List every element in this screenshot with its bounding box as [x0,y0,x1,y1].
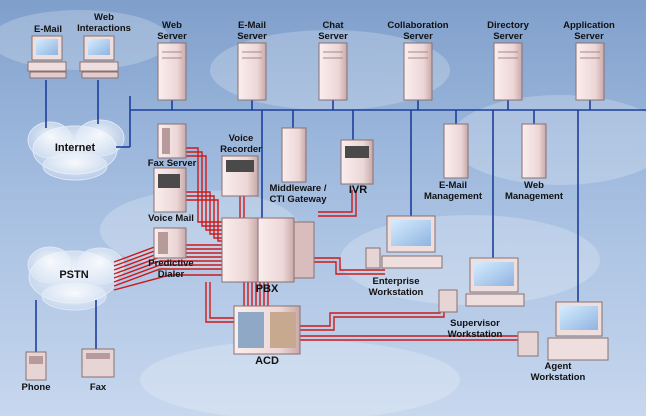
internet-cloud [27,119,125,181]
email-management-server-icon[interactable] [443,123,469,179]
chat-server-label-line2: Server [318,31,348,42]
sky-clouds [0,10,646,416]
fax-machine-icon[interactable] [81,348,115,378]
chat-server-icon[interactable] [318,42,348,101]
pstn-label: PSTN [59,269,89,281]
voice-recorder-icon[interactable] [221,155,259,197]
directory-server-label-line2: Server [493,31,523,42]
middleware-label-line2: CTI Gateway [269,194,327,205]
predictive-dialer-icon[interactable] [153,227,187,259]
web-management-label-line1: Web [524,180,544,191]
predictive-dialer-label-line2: Dialer [157,269,185,280]
email-server-icon[interactable] [237,42,267,101]
enterprise-workstation-icon[interactable] [365,215,443,269]
agent-workstation-label-line2: Workstation [530,372,586,383]
enterprise-workstation-label-line2: Workstation [368,287,424,298]
voice-mail-icon[interactable] [153,167,187,213]
pbx-icon[interactable] [221,217,315,283]
acd-icon[interactable] [233,305,301,355]
application-server-label-line2: Server [574,31,604,42]
ivr-icon[interactable] [340,139,374,185]
fax-label: Fax [89,382,107,393]
predictive-dialer-label-line1: Predictive [148,258,194,269]
middleware-label-line1: Middleware / [269,183,327,194]
phone-icon[interactable] [25,351,47,381]
pstn-cloud [27,246,125,311]
ivr-label: IVR [348,184,368,196]
web-server-label-line2: Server [157,31,187,42]
email-label: E-Mail [34,24,62,35]
telephony-cables [113,147,520,341]
web-interactions-label-line2: Interactions [77,23,131,34]
email-server-label-line2: Server [237,31,267,42]
agent-workstation-icon[interactable] [517,301,609,361]
chat-server-label-line1: Chat [322,20,344,31]
directory-server-icon[interactable] [493,42,523,101]
web-server-icon[interactable] [157,42,187,101]
application-server-icon[interactable] [575,42,605,101]
middleware-cti-gateway-icon[interactable] [281,127,307,183]
voice-recorder-label-line2: Recorder [220,144,262,155]
collaboration-server-icon[interactable] [403,42,433,101]
voice-mail-label: Voice Mail [148,213,194,224]
acd-label: ACD [255,355,279,367]
web-interactions-label-line1: Web [94,12,114,23]
agent-workstation-label-line1: Agent [544,361,572,372]
ip-network-lines [35,80,646,355]
application-server-label-line1: Application [563,20,615,31]
web-server-label-line1: Web [162,20,182,31]
web-management-label-line2: Management [504,191,564,202]
email-management-label-line1: E-Mail [439,180,467,191]
supervisor-workstation-label-line2: Workstation [447,329,503,340]
collaboration-server-label-line2: Server [403,31,433,42]
supervisor-workstation-label-line1: Supervisor [450,318,500,329]
email-management-label-line2: Management [423,191,483,202]
web-management-server-icon[interactable] [521,123,547,179]
web-interactions-pc-icon[interactable] [79,35,119,79]
email-pc-icon[interactable] [27,35,67,79]
supervisor-workstation-icon[interactable] [438,257,525,313]
internet-label: Internet [54,142,96,154]
fax-server-icon[interactable] [157,123,187,159]
phone-label: Phone [21,382,51,393]
fax-server-label: Fax Server [147,158,197,169]
enterprise-workstation-label-line1: Enterprise [372,276,420,287]
voice-recorder-label-line1: Voice [228,133,254,144]
collaboration-server-label-line1: Collaboration [387,20,449,31]
pbx-label: PBX [255,283,279,295]
email-server-label-line1: E-Mail [238,20,266,31]
directory-server-label-line1: Directory [487,20,529,31]
